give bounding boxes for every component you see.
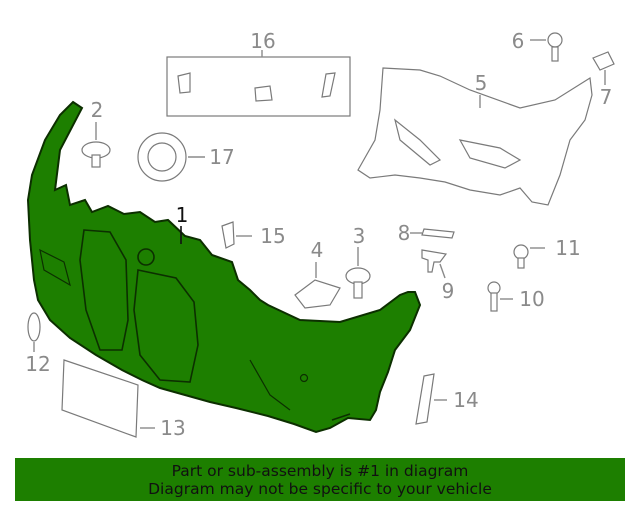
- callout-16: 16: [250, 29, 275, 53]
- callout-13: 13: [160, 416, 185, 440]
- part-11-bolt[interactable]: 11: [513, 236, 581, 269]
- part-14-trim[interactable]: 14: [415, 373, 479, 425]
- footer-banner: Part or sub-assembly is #1 in diagram Di…: [15, 458, 625, 501]
- part-4-bracket[interactable]: 4: [294, 238, 341, 309]
- callout-9: 9: [442, 279, 455, 303]
- part-2-clip[interactable]: 2: [81, 98, 111, 168]
- callout-14: 14: [453, 388, 478, 412]
- callout-5: 5: [475, 71, 488, 95]
- callout-2: 2: [91, 98, 104, 122]
- footer-line-2: Diagram may not be specific to your vehi…: [148, 479, 492, 498]
- part-7-clip[interactable]: 7: [592, 51, 615, 109]
- bumper-cover-shape: [26, 100, 422, 434]
- part-5-bracket[interactable]: 5: [357, 67, 593, 206]
- part-9-clip[interactable]: 9: [421, 249, 455, 303]
- part-15-trim[interactable]: 15: [221, 221, 286, 249]
- part-13-plate-bracket[interactable]: 13: [61, 359, 186, 440]
- part-8-strip[interactable]: 8: [398, 221, 455, 245]
- part-10-screw[interactable]: 10: [487, 281, 545, 312]
- callout-3: 3: [353, 224, 366, 248]
- callout-7: 7: [600, 85, 613, 109]
- part-17-emblem[interactable]: 17: [137, 132, 235, 182]
- part-6-bolt[interactable]: 6: [512, 29, 563, 62]
- callout-8: 8: [398, 221, 411, 245]
- callout-17: 17: [209, 145, 234, 169]
- part-3-clip[interactable]: 3: [345, 224, 371, 299]
- part-16-trim-kit[interactable]: 16: [166, 29, 351, 117]
- callout-12: 12: [25, 352, 50, 376]
- part-1-bumper-cover[interactable]: 1: [26, 100, 422, 434]
- footer-line-1: Part or sub-assembly is #1 in diagram: [171, 461, 469, 480]
- parts-diagram: 16 5 6 7 2 17 15: [25, 29, 615, 440]
- callout-15: 15: [260, 224, 285, 248]
- callout-10: 10: [519, 287, 544, 311]
- part-12-reflector[interactable]: 12: [25, 312, 51, 376]
- callout-4: 4: [311, 238, 324, 262]
- callout-1: 1: [176, 203, 189, 227]
- callout-11: 11: [555, 236, 580, 260]
- callout-6: 6: [512, 29, 525, 53]
